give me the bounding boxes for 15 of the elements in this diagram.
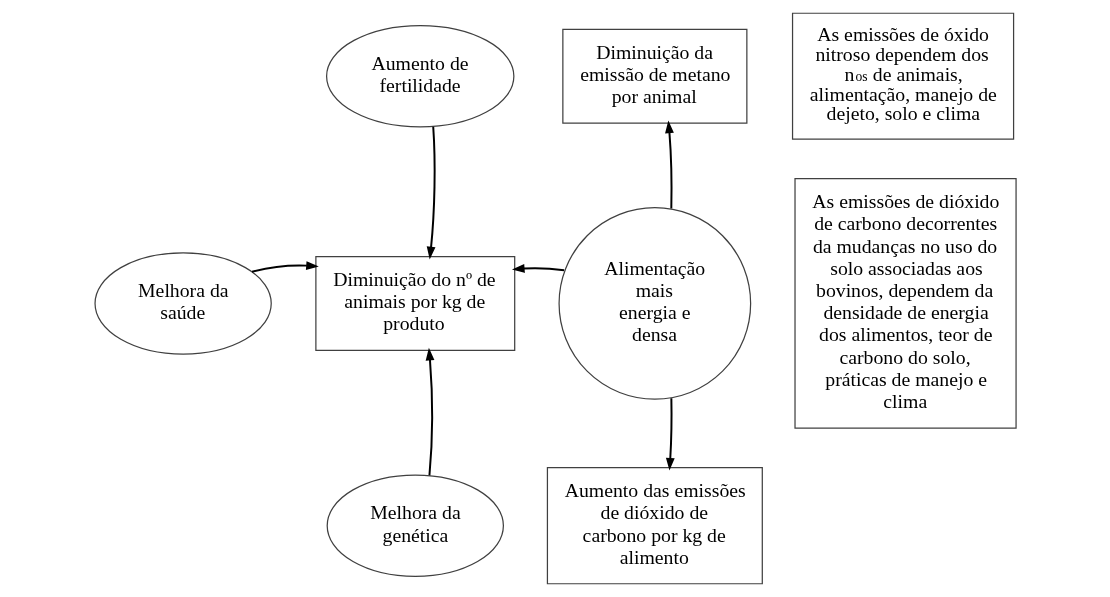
arrow (426, 125, 436, 260)
node-ellipse: Aumento de fertilidade (325, 24, 514, 128)
node-circle: Alimentação mais energia e densa (557, 207, 751, 400)
node-ellipse: Melhora da saúde (93, 252, 272, 355)
node-box: As emissões de dióxido de carbono decorrentes da mudanças no uso do solo associadas aos bovinos, dependem da densidade de energia dos alimentos, teor de carbono do solo, práticas de manejo e clima (793, 178, 1017, 429)
node-box: Diminuição da emissão de metano por animal (561, 28, 747, 124)
node-box: As emissões de óxido nitroso dependem dos nos de animais, alimentação, manejo de dejeto, solo e clima (791, 12, 1014, 140)
arrow (425, 347, 434, 477)
node-box: Diminuição do nº de animais por kg de produto (314, 255, 515, 351)
node-box: Aumento das emissões de dióxido de carbono por kg de alimento (546, 467, 763, 585)
arrow (664, 120, 674, 210)
arrow (665, 397, 675, 471)
arrow (250, 261, 319, 273)
node-ellipse: Melhora da genética (326, 474, 504, 577)
arrow (511, 264, 565, 273)
